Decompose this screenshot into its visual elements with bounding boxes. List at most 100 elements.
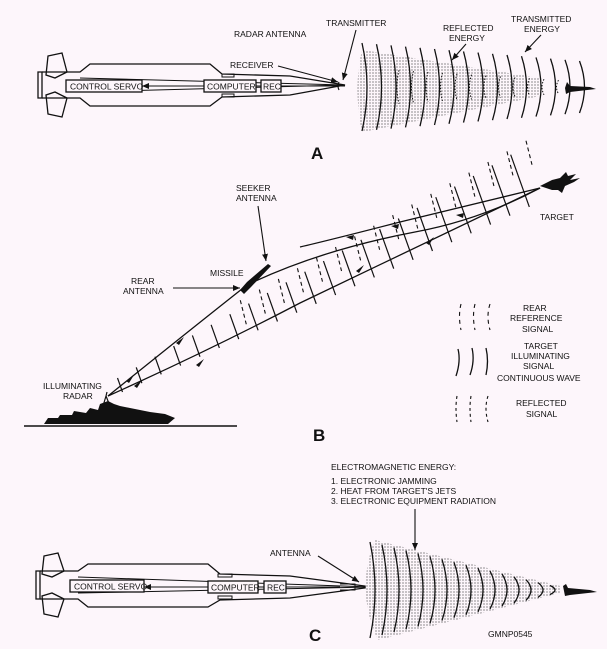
target-aircraft-b xyxy=(540,172,580,193)
rear-antenna-label-2: ANTENNA xyxy=(123,286,164,296)
reflected-wavefront xyxy=(411,70,414,104)
legend-illuminating-line2: ILLUMINATING xyxy=(511,351,570,361)
target-aircraft-a xyxy=(565,82,596,94)
legend-rear-reference-symbol xyxy=(458,303,491,331)
tail-fin-top xyxy=(45,52,68,79)
illuminating-signal-arc xyxy=(191,335,201,357)
illuminating-signal-arc xyxy=(210,324,220,349)
reflected-wavefront xyxy=(556,79,559,95)
transmitted-wavefront xyxy=(535,57,542,117)
legend-illuminating-line3: SIGNAL xyxy=(523,361,554,371)
missile-a: CONTROL SERVO COMPUTER REC xyxy=(37,52,346,118)
em-wavefront xyxy=(525,579,532,601)
rear-reference-arc xyxy=(373,225,381,250)
antenna-label: ANTENNA xyxy=(270,548,311,558)
em-energy-item-2: 2. HEAT FROM TARGET'S JETS xyxy=(331,486,457,496)
reflected-energy-label-1: REFLECTED xyxy=(443,23,494,33)
rec-label: REC xyxy=(263,82,281,92)
transmitted-wavefront xyxy=(491,53,499,121)
illuminating-signal-arc xyxy=(154,356,162,375)
transmitted-energy-label-2: ENERGY xyxy=(524,24,560,34)
illuminating-signal-arc xyxy=(322,260,337,296)
illuminating-radar-label-1: ILLUMINATING xyxy=(43,381,102,391)
illuminating-signal-arc xyxy=(229,313,240,340)
illuminating-signal-arc xyxy=(379,228,395,269)
illuminating-signal-arc xyxy=(266,292,279,322)
panel-c: CONTROL SERVO COMPUTER REC ELECTROMAGNET… xyxy=(35,462,597,645)
panel-b: SEEKER ANTENNA MISSILE REAR ANTENNA TARG… xyxy=(24,140,581,445)
legend-illuminating-line1: TARGET xyxy=(524,341,558,351)
signal-arcs-b xyxy=(116,140,533,393)
em-wavefront xyxy=(405,550,412,630)
signal-direction-arrow xyxy=(391,224,399,229)
rear-reference-arc xyxy=(468,172,476,197)
illuminating-signal-arc xyxy=(116,377,124,393)
transmitted-wavefront xyxy=(375,44,383,130)
signal-direction-arrow xyxy=(126,375,134,383)
rear-reference-arc xyxy=(487,161,495,187)
receiver-label: RECEIVER xyxy=(230,60,273,70)
rear-reference-arc xyxy=(354,236,362,261)
em-wavefront xyxy=(429,556,436,624)
signal-direction-arrow xyxy=(134,380,142,388)
transmitter-label: TRANSMITTER xyxy=(326,18,386,28)
illuminating-signal-arc xyxy=(285,282,298,313)
illuminating-radar-label-2: RADAR xyxy=(63,391,93,401)
transmitted-wavefront xyxy=(549,58,557,116)
rec-label-c: REC xyxy=(267,583,285,593)
rear-reference-arc xyxy=(525,140,533,165)
control-servo-label: CONTROL SERVO xyxy=(70,82,144,92)
em-wavefront xyxy=(513,576,520,604)
seeker-antenna-label-2: ANTENNA xyxy=(236,193,277,203)
em-wavefront xyxy=(417,553,424,627)
illuminating-beam-line xyxy=(107,187,541,397)
target-label: TARGET xyxy=(540,212,574,222)
legend: REAR REFERENCE SIGNAL TARGET ILLUMINATIN… xyxy=(455,303,581,423)
transmitted-wavefront xyxy=(506,54,513,120)
energy-waves-a xyxy=(361,42,586,132)
em-wavefront xyxy=(477,567,484,613)
rear-antenna-label-1: REAR xyxy=(131,276,155,286)
illuminating-signal-arc xyxy=(453,186,472,234)
transmitted-wavefront xyxy=(419,47,426,127)
transmitted-wavefront xyxy=(361,42,368,132)
missile-label: MISSILE xyxy=(210,268,244,278)
em-wavefront xyxy=(489,570,496,610)
signal-direction-arrow xyxy=(456,213,464,218)
transmitted-wavefront xyxy=(433,48,441,126)
missile-c: CONTROL SERVO COMPUTER REC xyxy=(35,552,373,618)
control-servo-label-c: CONTROL SERVO xyxy=(74,582,148,592)
reflected-wavefront xyxy=(541,78,545,96)
energy-cone-a xyxy=(357,50,540,132)
energy-waves-c xyxy=(369,541,556,639)
em-wavefront xyxy=(453,562,460,618)
reflected-wavefront xyxy=(425,71,429,103)
illuminating-signal-arc xyxy=(341,250,356,287)
beam-arrows xyxy=(126,213,464,388)
reflected-energy-label-2: ENERGY xyxy=(449,33,485,43)
signal-direction-arrow xyxy=(176,337,184,345)
em-wavefront xyxy=(537,582,544,598)
figure-id: GMNP0545 xyxy=(488,629,533,639)
legend-reflected-line2: SIGNAL xyxy=(526,409,557,419)
illuminating-signal-arc xyxy=(135,367,143,384)
transmitted-wavefront xyxy=(520,55,528,119)
ship-silhouette xyxy=(44,401,175,424)
legend-reflected-line1: REFLECTED xyxy=(516,398,567,408)
em-energy-title: ELECTROMAGNETIC ENERGY: xyxy=(331,462,456,472)
em-wavefront xyxy=(465,564,472,616)
legend-illuminating-line4: CONTINUOUS WAVE xyxy=(497,373,581,383)
legend-reflected-symbol xyxy=(455,395,489,423)
energy-cone-c xyxy=(365,540,560,640)
panel-b-letter: B xyxy=(313,426,325,445)
transmitted-wavefront xyxy=(462,51,470,123)
illuminating-signal-arc xyxy=(416,207,434,252)
signal-direction-arrow xyxy=(196,359,204,367)
illuminating-signal-arc xyxy=(304,271,317,305)
illuminating-signal-arc xyxy=(247,303,259,331)
rear-reference-arc xyxy=(258,289,266,314)
computer-label: COMPUTER xyxy=(207,82,256,92)
illuminating-signal-arc xyxy=(397,218,414,261)
signal-direction-arrow xyxy=(426,237,434,245)
